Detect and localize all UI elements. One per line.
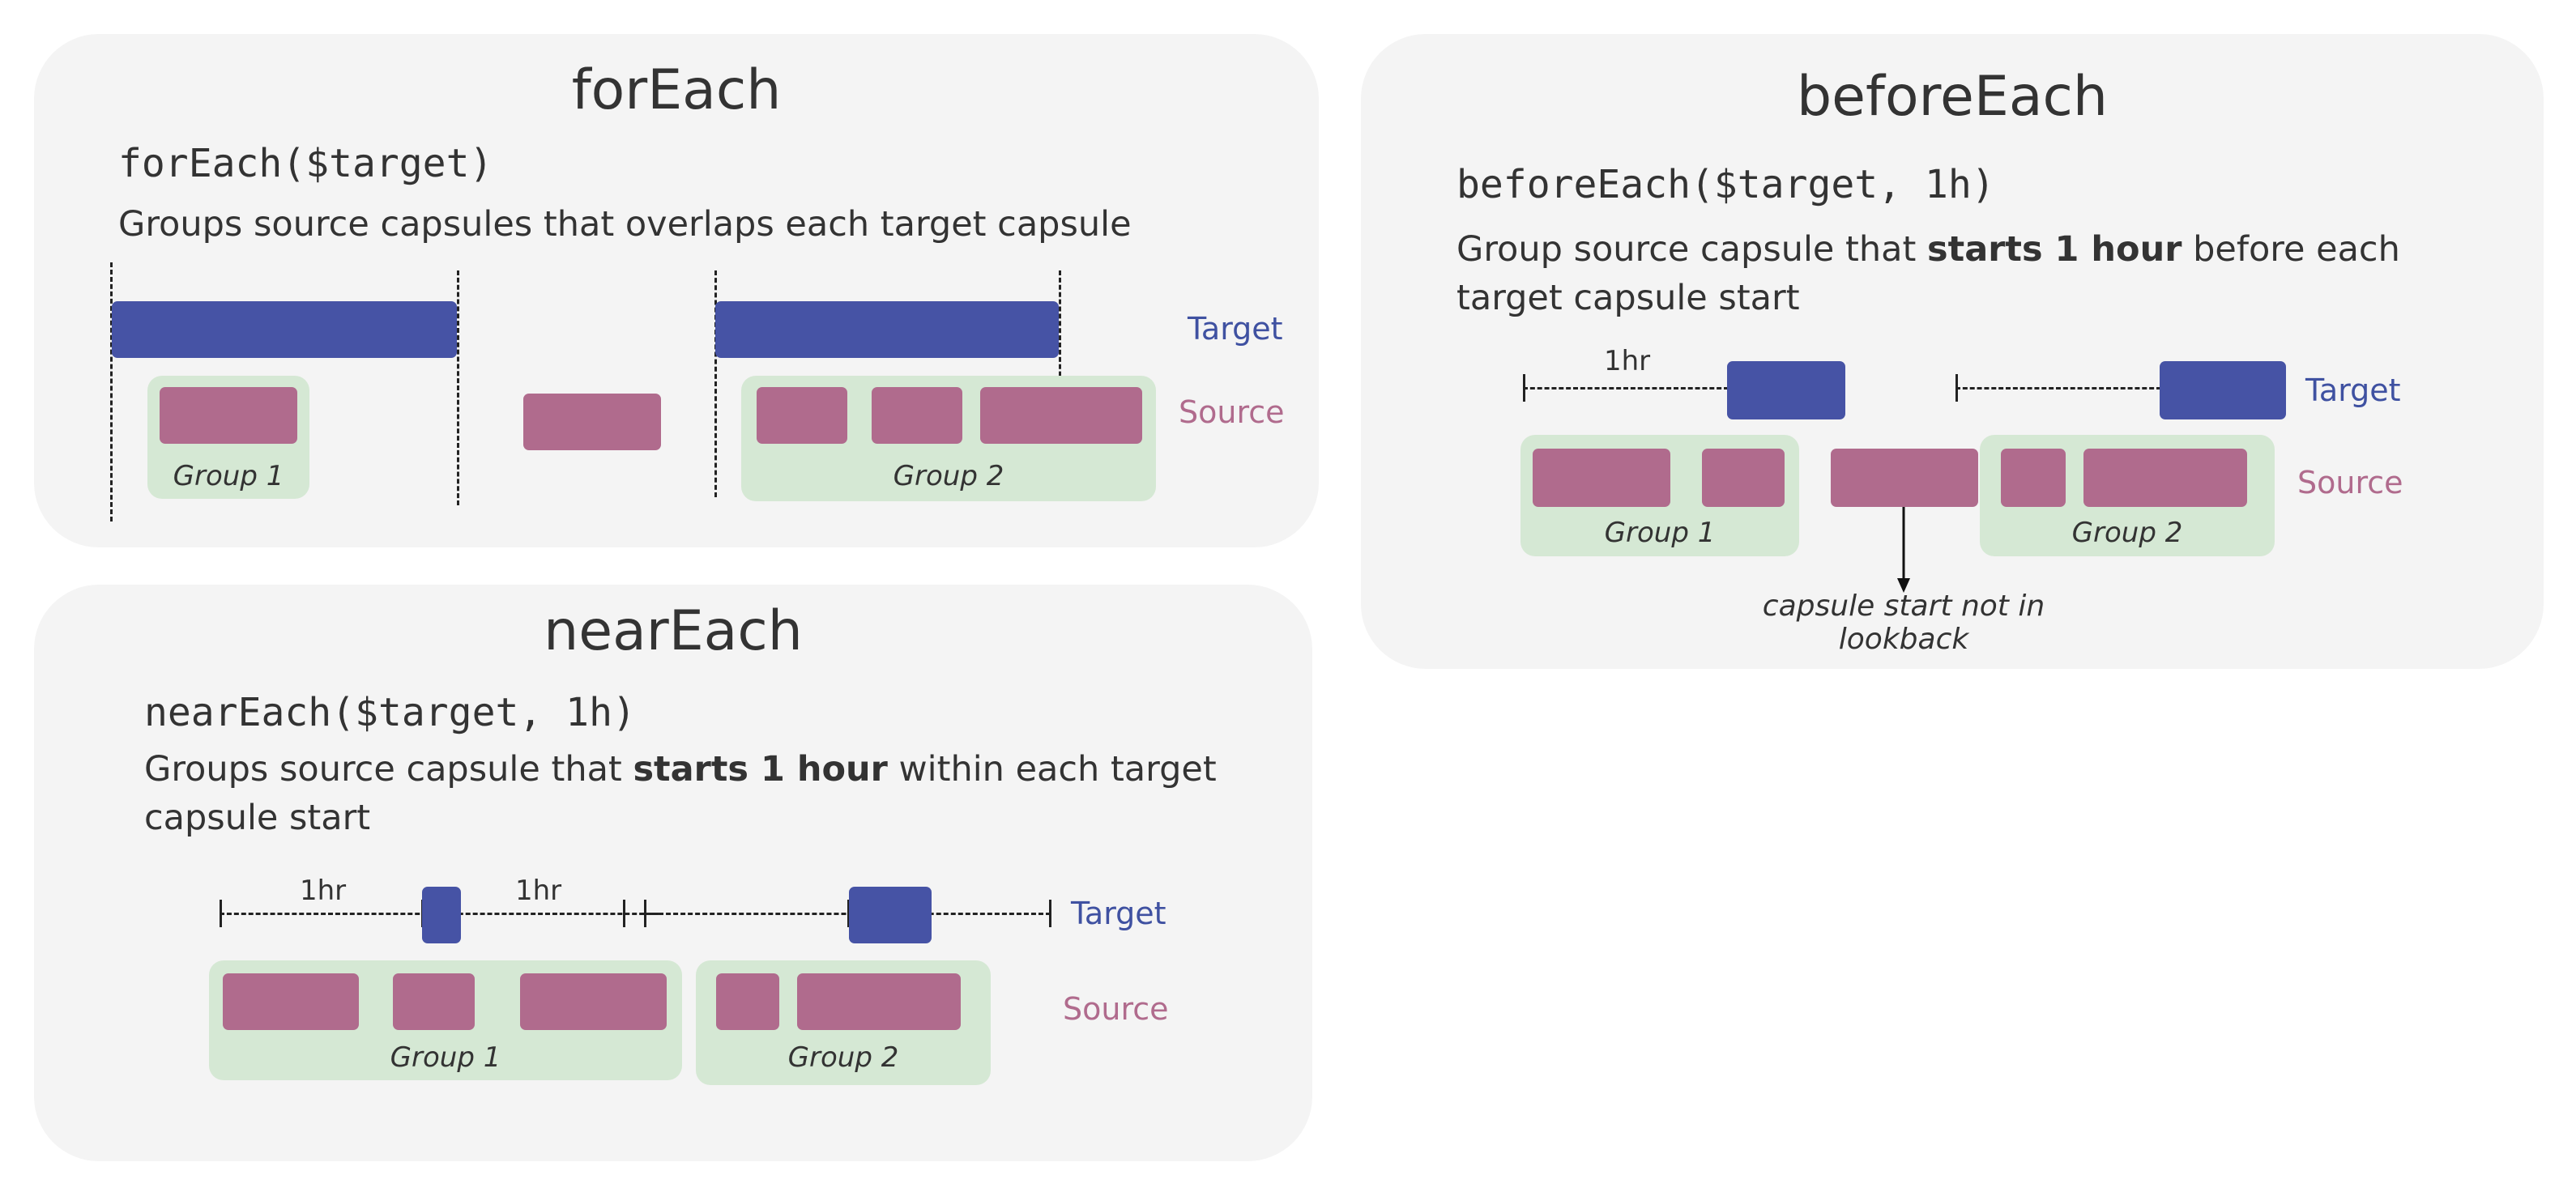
- range-line: [1523, 387, 1729, 390]
- range-tick: [1049, 900, 1051, 927]
- foreach-panel: forEach forEach($target) Groups source c…: [34, 34, 1319, 547]
- group-2-label: Group 2: [893, 460, 1004, 492]
- source-label: Source: [2297, 465, 2403, 500]
- neareach-title: nearEach: [544, 599, 803, 663]
- source-label: Source: [1179, 394, 1285, 430]
- lookback-note: capsule start not in lookback: [1762, 590, 2045, 656]
- hr-label: 1hr: [1604, 345, 1651, 377]
- source-capsule: [2001, 449, 2066, 507]
- foreach-code: forEach($target): [118, 141, 493, 186]
- beforeeach-description: Group source capsule that starts 1 hour …: [1456, 225, 2461, 322]
- group-2-label: Group 2: [787, 1041, 899, 1074]
- hr-label: 1hr: [300, 875, 347, 907]
- source-capsule: [523, 394, 661, 450]
- desc-text: Groups source capsule that: [144, 749, 633, 790]
- neareach-panel: nearEach nearEach($target, 1h) Groups so…: [34, 585, 1312, 1161]
- target-capsule: [849, 887, 932, 943]
- target-capsule: [422, 887, 461, 943]
- source-capsule: [1831, 449, 1978, 507]
- beforeeach-title: beforeEach: [1797, 65, 2108, 129]
- source-label: Source: [1063, 991, 1169, 1027]
- neareach-code: nearEach($target, 1h): [144, 690, 636, 735]
- range-tick: [623, 900, 625, 927]
- desc-bold-text: starts 1 hour: [1927, 229, 2182, 270]
- hr-label: 1hr: [515, 875, 562, 907]
- foreach-title: forEach: [571, 58, 782, 122]
- source-capsule: [223, 973, 359, 1030]
- target-label: Target: [1071, 896, 1166, 931]
- source-capsule: [160, 387, 297, 444]
- neareach-description: Groups source capsule that starts 1 hour…: [144, 745, 1230, 842]
- target-capsule: [112, 301, 457, 358]
- source-capsule: [716, 973, 779, 1030]
- source-capsule: [520, 973, 667, 1030]
- source-capsule: [2083, 449, 2247, 507]
- range-line: [1955, 387, 2161, 390]
- desc-text: before each target capsule start: [1456, 229, 2400, 318]
- boundary-line: [457, 270, 459, 505]
- source-capsule: [872, 387, 962, 444]
- foreach-description: Groups source capsules that overlaps eac…: [118, 204, 1132, 245]
- group-1-label: Group 1: [173, 460, 284, 492]
- target-capsule: [2160, 361, 2286, 419]
- source-capsule: [393, 973, 475, 1030]
- source-capsule: [757, 387, 847, 444]
- target-capsule: [715, 301, 1059, 358]
- desc-bold-text: starts 1 hour: [633, 749, 888, 790]
- group-2-label: Group 2: [2071, 517, 2183, 549]
- boundary-line: [110, 262, 113, 522]
- arrow-down-icon: [1897, 507, 1910, 593]
- group-1-label: Group 1: [1604, 517, 1716, 549]
- range-tick: [847, 900, 850, 927]
- desc-text: within each target capsule start: [144, 749, 1217, 838]
- beforeeach-panel: beforeEach beforeEach($target, 1h) Group…: [1361, 34, 2544, 669]
- source-capsule: [797, 973, 961, 1030]
- beforeeach-code: beforeEach($target, 1h): [1456, 162, 1995, 207]
- desc-text: Group source capsule that: [1456, 229, 1928, 270]
- source-capsule: [1533, 449, 1670, 507]
- boundary-line: [714, 270, 717, 497]
- target-label: Target: [1188, 311, 1283, 347]
- source-capsule: [1702, 449, 1785, 507]
- target-label: Target: [2305, 372, 2401, 408]
- group-1-label: Group 1: [390, 1041, 501, 1074]
- source-capsule: [980, 387, 1142, 444]
- target-capsule: [1727, 361, 1845, 419]
